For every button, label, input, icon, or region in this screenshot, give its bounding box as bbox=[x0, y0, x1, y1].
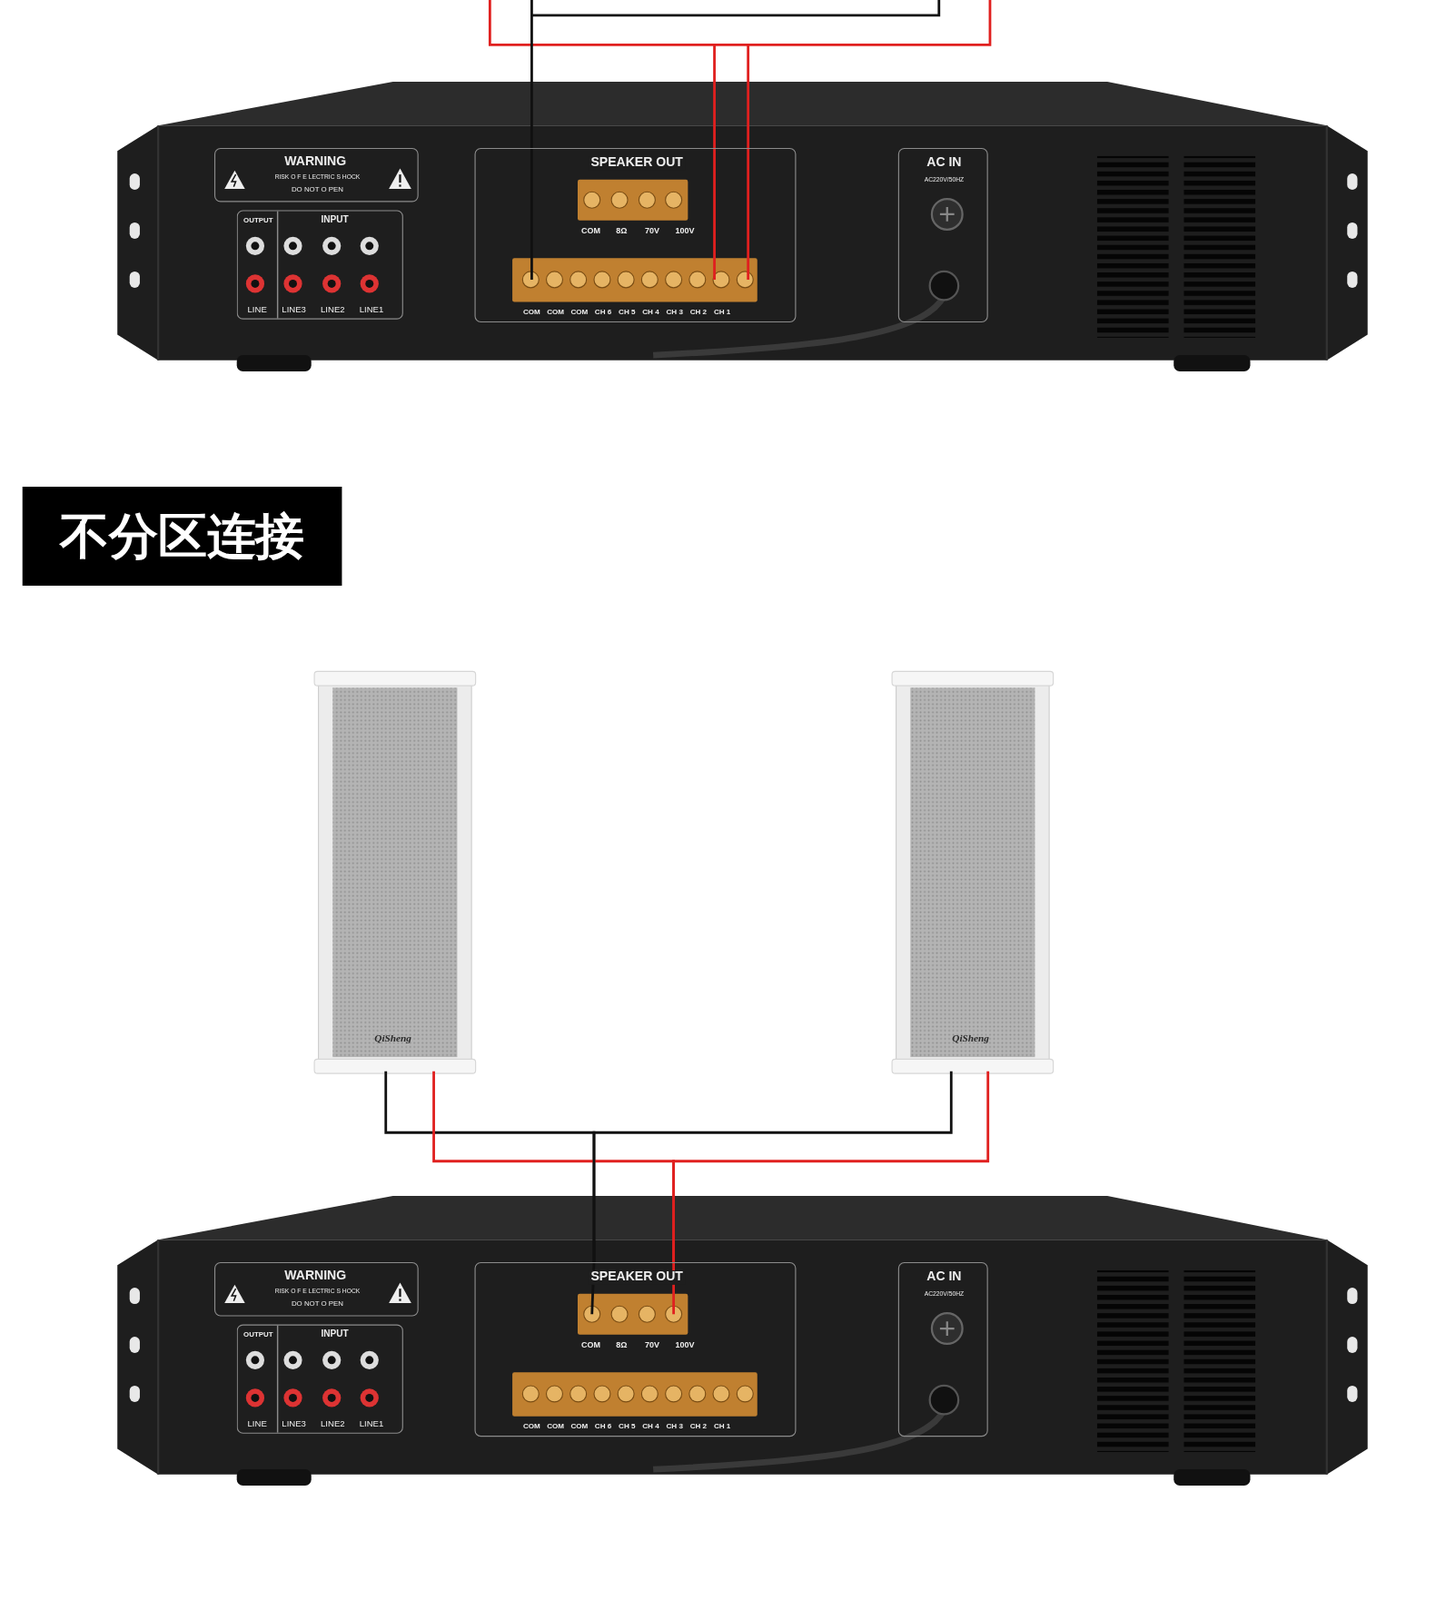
panel-label: SPEAKER OUT bbox=[587, 156, 686, 170]
panel-label: AC IN bbox=[926, 1270, 961, 1285]
panel-label: COM bbox=[570, 1422, 588, 1431]
illustration-part bbox=[746, 44, 750, 279]
illustration-part bbox=[314, 1059, 476, 1074]
illustration-part bbox=[117, 1196, 1367, 1486]
speaker-left bbox=[314, 671, 476, 1074]
panel-label: CH 3 bbox=[666, 307, 684, 317]
power-panel: AC IN AC220V/50HZ bbox=[898, 148, 989, 323]
illustration-part bbox=[318, 673, 473, 1072]
panel-label: LINE1 bbox=[359, 1419, 385, 1429]
panel-label: 8Ω bbox=[615, 1341, 627, 1351]
panel-label: DO NOT O PEN bbox=[291, 1300, 344, 1309]
panel-label: CH 4 bbox=[642, 1422, 659, 1431]
panel-label: CH 1 bbox=[713, 307, 731, 317]
panel-label: CH 2 bbox=[690, 1422, 707, 1431]
panel-label: AC220V/50HZ bbox=[924, 1290, 964, 1298]
panel-label: OUTPUT bbox=[243, 216, 273, 225]
illustration-part bbox=[531, 0, 939, 16]
panel-label: COM bbox=[523, 1422, 541, 1431]
panel-label: LINE1 bbox=[359, 305, 385, 315]
brand-name: QiSheng bbox=[951, 1032, 990, 1044]
panel-label: CH 5 bbox=[618, 1422, 635, 1431]
speaker-out-panel: SPEAKER OUT COM 8Ω 70V 100V COM COM COM CH 6 CH 5… bbox=[475, 1262, 797, 1437]
illustration-part bbox=[117, 81, 1367, 372]
panel-label: CH 5 bbox=[618, 307, 635, 317]
illustration-part bbox=[332, 687, 457, 1058]
amplifier-top bbox=[117, 81, 1367, 372]
panel-label: LINE3 bbox=[281, 305, 307, 315]
illustration-part bbox=[530, 0, 534, 280]
illustration-part bbox=[910, 687, 1035, 1058]
panel-label: 100V bbox=[674, 1341, 694, 1351]
panel-label: COM bbox=[523, 307, 541, 317]
speaker-out-panel: SPEAKER OUT COM 8Ω 70V 100V COM COM COM CH 6 CH 5… bbox=[475, 148, 797, 323]
speaker-right bbox=[891, 671, 1054, 1074]
panel-label: LINE2 bbox=[320, 1419, 346, 1429]
panel-label: DO NOT O PEN bbox=[291, 186, 344, 195]
heading-box: 不分区连接 bbox=[22, 486, 343, 586]
panel-label: COM bbox=[546, 1422, 565, 1431]
speaker-wire bbox=[386, 1071, 595, 1263]
illustration-part bbox=[314, 671, 476, 686]
audio-io-panel: OUTPUT INPUT LINE LINE3 LINE2 LINE1 bbox=[237, 1325, 404, 1435]
panel-label: 70V bbox=[644, 227, 660, 237]
panel-label: LINE bbox=[247, 1419, 268, 1429]
panel-label: INPUT bbox=[320, 1329, 348, 1340]
panel-label: 70V bbox=[644, 1341, 660, 1351]
panel-label: COM bbox=[546, 307, 565, 317]
panel-label: INPUT bbox=[320, 215, 348, 226]
amplifier-bottom bbox=[117, 1196, 1367, 1486]
illustration-part bbox=[489, 0, 991, 45]
illustration-part bbox=[896, 673, 1050, 1072]
speaker-wire bbox=[594, 1071, 951, 1263]
panel-label: CH 6 bbox=[594, 1422, 612, 1431]
panel-label: RISK O F E LECTRIC S HOCK bbox=[275, 1288, 361, 1296]
panel-label: AC220V/50HZ bbox=[924, 176, 964, 183]
panel-label: LINE2 bbox=[320, 305, 346, 315]
panel-label: 100V bbox=[674, 227, 694, 237]
warning-label: WARNING RISK O F E LECTRIC S HOCK DO NOT O… bbox=[214, 1262, 419, 1318]
panel-label: RISK O F E LECTRIC S HOCK bbox=[275, 174, 361, 181]
panel-label: WARNING bbox=[284, 1269, 347, 1284]
panel-label: CH 2 bbox=[690, 307, 707, 317]
panel-label: CH 3 bbox=[666, 1422, 684, 1431]
power-panel: AC IN AC220V/50HZ bbox=[898, 1262, 989, 1437]
panel-label: COM bbox=[581, 1341, 601, 1351]
warning-label: WARNING RISK O F E LECTRIC S HOCK DO NOT O… bbox=[214, 148, 419, 203]
panel-label: CH 6 bbox=[594, 307, 612, 317]
panel-label: AC IN bbox=[926, 156, 961, 170]
illustration-part bbox=[891, 671, 1054, 686]
brand-name: QiSheng bbox=[374, 1032, 412, 1044]
speaker-wire bbox=[673, 1071, 989, 1263]
column-speaker: QiSheng bbox=[896, 673, 1050, 1072]
column-speaker: QiSheng bbox=[318, 673, 473, 1072]
panel-label: WARNING bbox=[284, 155, 347, 169]
illustration-part bbox=[891, 1059, 1054, 1074]
panel-label: LINE bbox=[247, 305, 268, 315]
panel-label: CH 1 bbox=[713, 1422, 731, 1431]
top-wires bbox=[489, 0, 991, 280]
panel-label: LINE3 bbox=[281, 1419, 307, 1429]
panel-label: COM bbox=[581, 227, 601, 237]
panel-label: COM bbox=[570, 307, 588, 317]
audio-io-panel: OUTPUT INPUT LINE LINE3 LINE2 LINE1 bbox=[237, 209, 404, 319]
panel-label: SPEAKER OUT bbox=[587, 1270, 686, 1285]
panel-label: CH 4 bbox=[642, 307, 659, 317]
panel-label: OUTPUT bbox=[243, 1330, 273, 1339]
panel-label: 8Ω bbox=[615, 227, 627, 237]
speaker-wire bbox=[434, 1071, 674, 1263]
illustration-part bbox=[713, 44, 716, 279]
